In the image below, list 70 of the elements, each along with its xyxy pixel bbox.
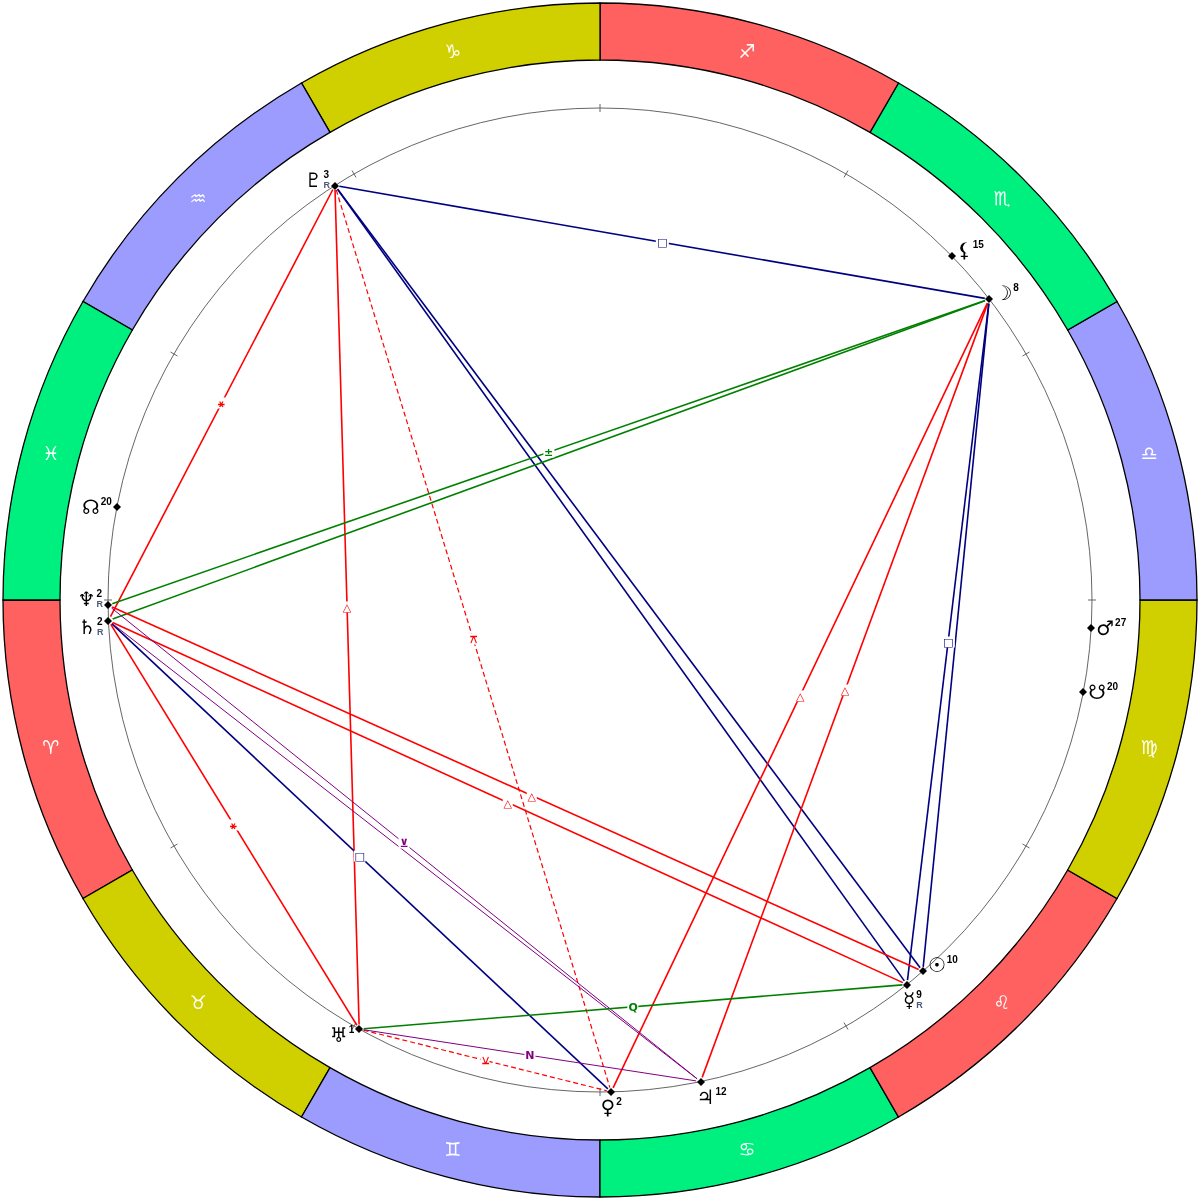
planet-symbol: ☽ — [994, 283, 1013, 304]
degree-number: 9 — [916, 989, 923, 1000]
sign-symbol: ♒ — [189, 188, 207, 208]
planet-symbol: ♅ — [329, 1025, 348, 1046]
planet-symbol: ☿ — [902, 989, 916, 1010]
edge-label: ⚺ — [480, 1054, 490, 1066]
edge-label: ± — [543, 446, 555, 458]
edge-label: ⚹ — [229, 819, 239, 831]
edge-label: △ — [341, 601, 353, 613]
planet-symbol: ♆ — [77, 589, 96, 610]
edge-label: ⊻ — [398, 837, 410, 849]
retrograde-mark: R — [96, 599, 103, 610]
sign-symbol: ♑ — [444, 41, 462, 61]
planet-symbol: ⚸ — [957, 240, 972, 261]
degree-number: 8 — [1013, 283, 1019, 294]
edge-label: □ — [655, 236, 669, 248]
retrograde-mark: R — [96, 626, 104, 637]
sign-symbol: ♏ — [993, 188, 1011, 208]
sign-symbol: ♋ — [738, 1139, 756, 1159]
aspect-line — [922, 302, 990, 968]
degree-number: 15 — [972, 240, 984, 251]
aspect-line — [701, 302, 989, 1079]
edge-label: ⚹ — [217, 397, 227, 409]
planet-symbol: ☉ — [927, 955, 946, 976]
sign-symbol: ♍ — [1140, 737, 1158, 757]
planet-symbol: ☊ — [82, 496, 100, 517]
sign-symbol: ♌ — [993, 992, 1011, 1012]
aspect-line — [110, 623, 358, 1026]
edge-label: △ — [839, 684, 851, 696]
degree-number: 3 — [323, 169, 330, 180]
aspect-line — [334, 189, 360, 1026]
edge-label: Q — [627, 1001, 639, 1013]
planet-symbol: ☋ — [1088, 682, 1107, 703]
degree-number: 10 — [946, 955, 958, 966]
edge-label: ⚻ — [468, 633, 478, 645]
planet-symbol: ♀ — [600, 1096, 616, 1117]
aspect-line — [363, 1029, 697, 1082]
planet-symbol: ♄ — [78, 616, 96, 637]
aspect-line — [335, 189, 611, 1089]
degree-number: 27 — [1115, 618, 1127, 629]
aspect-line — [110, 622, 609, 1090]
sign-symbol: ♐ — [738, 41, 756, 61]
degree-number: 2 — [96, 616, 104, 627]
sign-symbol: ♓ — [42, 443, 60, 463]
aspect-line — [612, 302, 989, 1089]
degree-number: 20 — [1107, 682, 1119, 693]
aspect-line — [109, 188, 334, 618]
degree-number: 2 — [616, 1096, 622, 1107]
degree-number: 12 — [715, 1086, 727, 1097]
planet-symbol: ♇ — [304, 169, 323, 190]
aspect-line — [363, 1029, 608, 1092]
aspect-line — [362, 984, 904, 1030]
degree-number: 20 — [100, 496, 112, 507]
sign-symbol: ♈ — [42, 737, 60, 757]
edge-label: △ — [502, 797, 513, 809]
sign-symbol: ♉ — [189, 992, 207, 1012]
edge-label: △ — [795, 690, 806, 701]
degree-number: 2 — [96, 589, 103, 600]
sign-symbol: ♎ — [1140, 443, 1158, 463]
degree-number: 1 — [348, 1025, 355, 1036]
retrograde-mark: R — [916, 999, 923, 1010]
edge-label: □ — [941, 636, 955, 648]
edge-label: □ — [353, 850, 366, 862]
planet-symbol: ♂ — [1096, 618, 1115, 639]
planet-symbol: ♃ — [696, 1086, 715, 1107]
aspect-line — [338, 185, 986, 300]
edge-label: △ — [526, 790, 537, 802]
edge-label: N — [524, 1049, 536, 1061]
retrograde-mark: R — [323, 179, 330, 190]
sign-symbol: ♊ — [444, 1139, 462, 1159]
